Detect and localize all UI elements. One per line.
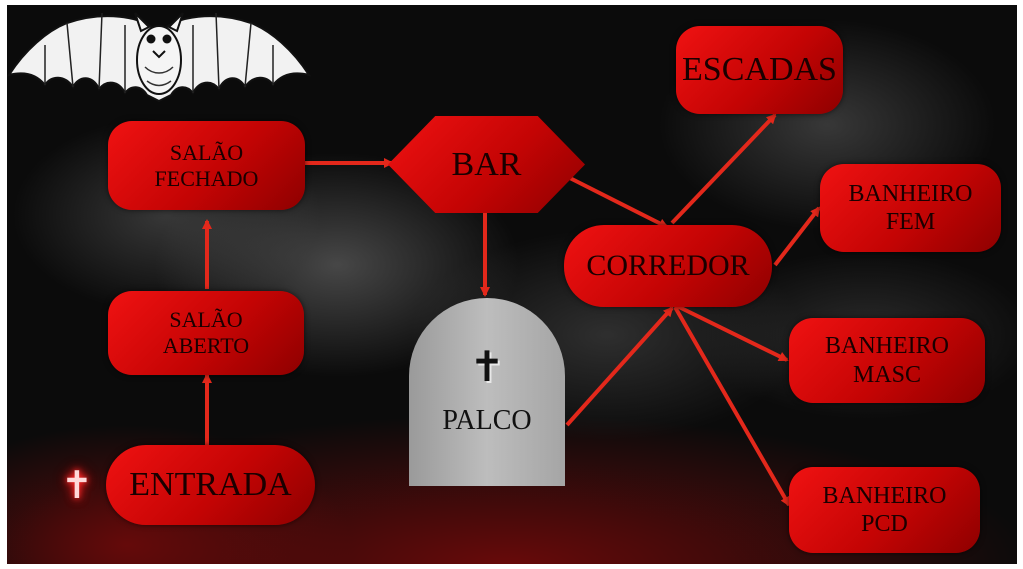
connector-layer <box>202 113 821 507</box>
arrow-bar-to-corredor <box>559 171 669 229</box>
node-entrada-label: ENTRADA <box>129 465 292 503</box>
node-entrada: ENTRADA <box>106 445 315 525</box>
arrow-corredor-to-banheiro-masc <box>674 303 789 362</box>
node-banheiro-pcd-label: BANHEIRO PCD <box>822 482 947 537</box>
node-salao-fechado-label: SALÃO FECHADO <box>154 139 259 191</box>
tomb-cross-icon: ✝ <box>469 342 505 391</box>
node-corredor-label: CORREDOR <box>586 249 750 283</box>
node-salao-aberto: SALÃO ABERTO <box>108 291 304 375</box>
node-palco-label: PALCO <box>442 405 532 436</box>
node-bar: BAR <box>388 116 585 213</box>
bat-icon <box>7 12 312 103</box>
node-banheiro-fem: BANHEIRO FEM <box>820 164 1001 252</box>
node-banheiro-fem-label: BANHEIRO FEM <box>848 180 973 235</box>
node-escadas: ESCADAS <box>676 26 843 114</box>
node-palco: ✝ PALCO <box>409 298 565 486</box>
arrow-corredor-to-banheiro-pcd <box>673 306 791 507</box>
node-bar-label: BAR <box>451 145 522 183</box>
node-escadas-label: ESCADAS <box>682 50 837 88</box>
node-salao-fechado: SALÃO FECHADO <box>108 121 305 210</box>
cross-icon: ✝ <box>61 463 93 507</box>
node-banheiro-masc: BANHEIRO MASC <box>789 318 985 403</box>
node-salao-aberto-label: SALÃO ABERTO <box>162 307 250 358</box>
arrow-palco-to-corredor <box>565 306 674 427</box>
node-banheiro-pcd: BANHEIRO PCD <box>789 467 980 553</box>
arrow-corredor-to-banheiro-fem <box>773 206 821 267</box>
flowchart-canvas: SALÃO FECHADO BAR ESCADAS BANHEIRO FEM C… <box>7 5 1017 564</box>
node-banheiro-masc-label: BANHEIRO MASC <box>825 333 949 388</box>
node-corredor: CORREDOR <box>564 225 772 307</box>
arrow-corredor-to-escadas <box>670 113 777 225</box>
